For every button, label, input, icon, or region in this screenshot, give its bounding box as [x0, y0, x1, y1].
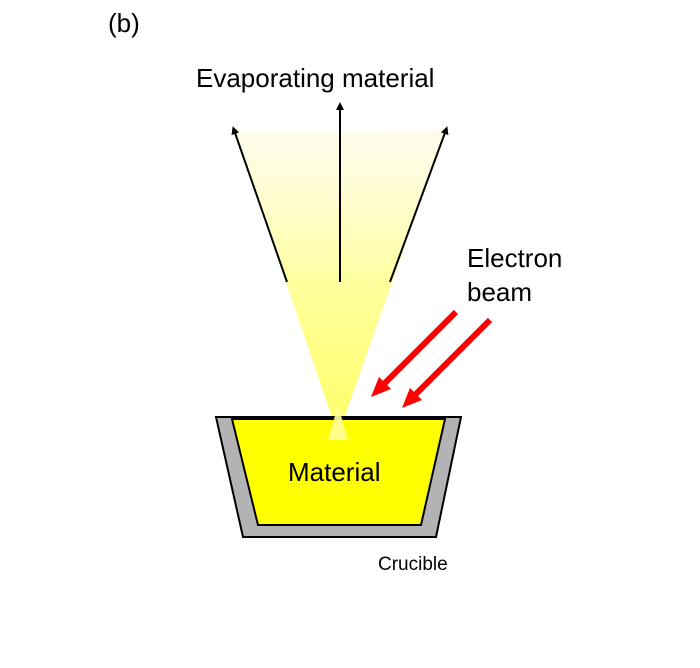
electron-beam-label-line2: beam: [467, 277, 532, 307]
evaporation-arrow-left: [231, 126, 288, 283]
crucible-label: Crucible: [378, 554, 448, 575]
evaporation-arrow-right: [389, 126, 449, 283]
electron-beam-arrow-2: [402, 317, 493, 408]
electron-beam-arrow-1: [371, 309, 459, 397]
material-label: Material: [288, 457, 380, 487]
vapor-plume: [234, 130, 446, 435]
panel-label: (b): [108, 8, 140, 38]
evaporating-material-label: Evaporating material: [196, 63, 434, 93]
material-fill: [230, 418, 447, 526]
electron-beam-label-line1: Electron: [467, 243, 562, 273]
plume-base-glow: [328, 405, 348, 440]
